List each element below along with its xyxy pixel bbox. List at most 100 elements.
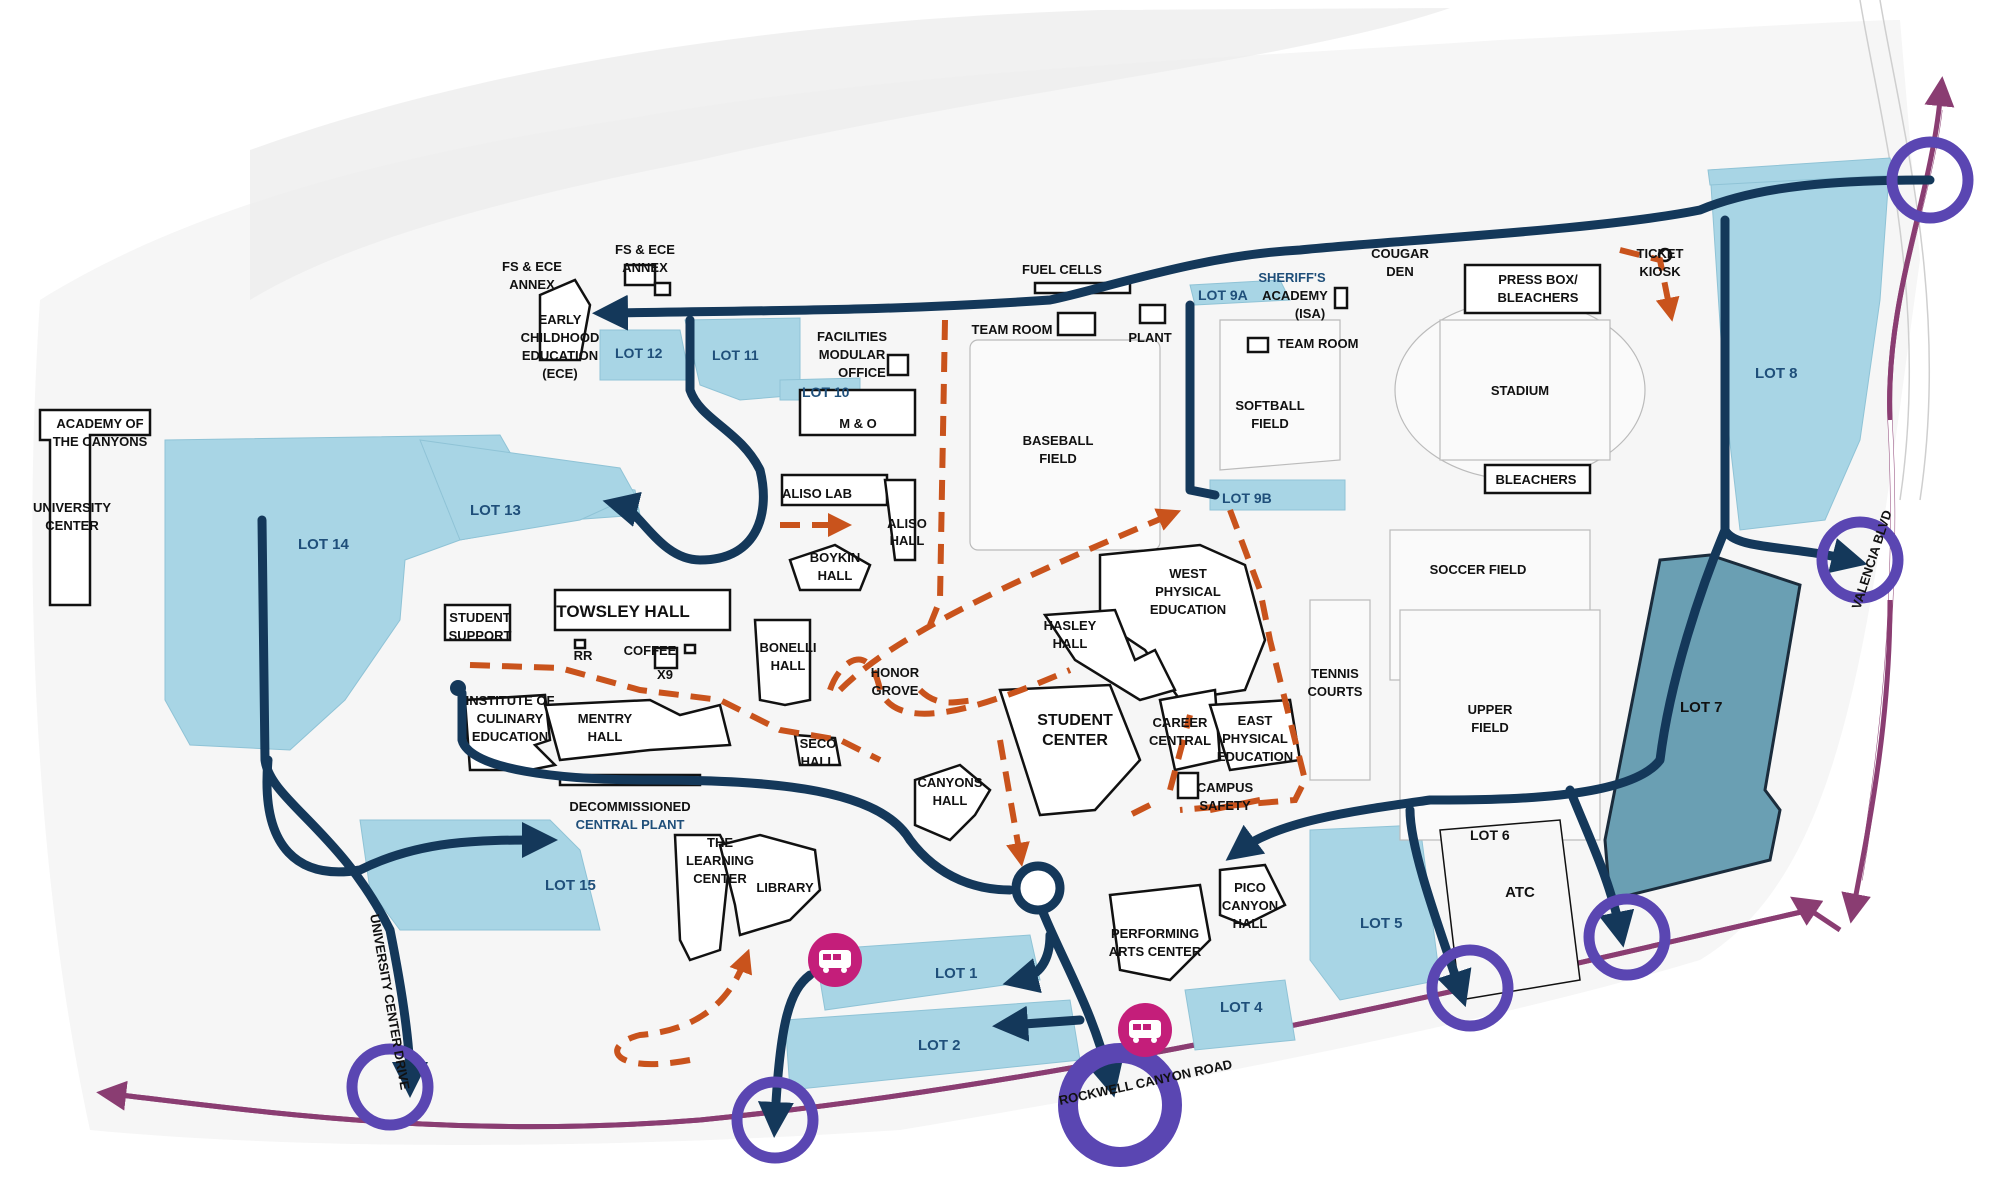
- campus-safety-2: SAFETY: [1199, 798, 1251, 813]
- west-pe-2: PHYSICAL: [1155, 584, 1221, 599]
- institute-3: EDUCATION: [472, 729, 548, 744]
- career-central-1: CAREER: [1153, 715, 1209, 730]
- bleachers-label: BLEACHERS: [1496, 472, 1577, 487]
- atc-label: ATC: [1505, 884, 1535, 901]
- library-label: LIBRARY: [756, 880, 814, 895]
- team-room-1-label: TEAM ROOM: [972, 322, 1053, 337]
- student-center-2: CENTER: [1042, 732, 1108, 749]
- mentry-hall-1: MENTRY: [578, 711, 633, 726]
- lot-9a: [1189, 279, 1291, 306]
- stadium-label: STADIUM: [1491, 383, 1549, 398]
- decommissioned-1: DECOMMISSIONED: [569, 799, 690, 814]
- institute-1: INSTITUTE OF: [466, 693, 555, 708]
- lot-9b: [1209, 479, 1346, 511]
- sheriff-label-2: ACADEMY: [1262, 288, 1328, 303]
- cougar-den-1: COUGAR: [1371, 246, 1429, 261]
- entry-circle-icon[interactable]: [1583, 893, 1671, 981]
- pico-canyon-3: HALL: [1233, 916, 1268, 931]
- pico-canyon-2: CANYON: [1222, 898, 1278, 913]
- canyons-hall-1: CANYONS: [917, 775, 982, 790]
- lot-11-label: LOT 11: [712, 347, 759, 363]
- honor-grove-1: HONOR: [871, 665, 920, 680]
- learning-center-3: CENTER: [693, 871, 747, 886]
- lot-labels: LOT 1 LOT 2 LOT 4 LOT 5 LOT 6 LOT 7 LOT …: [298, 287, 1798, 1054]
- learning-center-2: LEARNING: [686, 853, 754, 868]
- boykin-hall-2: HALL: [818, 568, 853, 583]
- hasley-hall-2: HALL: [1053, 636, 1088, 651]
- university-label-1: UNIVERSITY: [33, 500, 111, 515]
- canyons-hall-2: HALL: [933, 793, 968, 808]
- decommissioned-2: CENTRAL PLANT: [576, 817, 685, 832]
- lot-6-label: LOT 6: [1470, 827, 1510, 843]
- lot-14-label: LOT 14: [298, 536, 350, 553]
- bus-stops: [808, 933, 1172, 1057]
- east-pe-3: EDUCATION: [1217, 749, 1293, 764]
- upper-field-1: UPPER: [1468, 702, 1513, 717]
- performing-arts-2: ARTS CENTER: [1109, 944, 1202, 959]
- aliso-lab-label: ALISO LAB: [782, 486, 852, 501]
- lot-2-label: LOT 2: [918, 1037, 961, 1054]
- bus-icon[interactable]: [808, 933, 862, 987]
- lot-13-label: LOT 13: [470, 502, 521, 519]
- lot-4: [1184, 979, 1296, 1051]
- west-pe-1: WEST: [1169, 566, 1207, 581]
- coffee-label: COFFEE: [624, 643, 677, 658]
- aliso-hall-2: HALL: [890, 533, 925, 548]
- press-box-2: BLEACHERS: [1498, 290, 1579, 305]
- sheriff-label-3: (ISA): [1295, 306, 1325, 321]
- ticket-kiosk-2: KIOSK: [1639, 264, 1681, 279]
- entry-circle-icon[interactable]: [1426, 944, 1514, 1032]
- lot-9b-label: LOT 9B: [1222, 490, 1272, 506]
- entry-circle-icon[interactable]: [346, 1043, 434, 1131]
- fsece-annex-2b: ANNEX: [622, 260, 668, 275]
- facilities-label-2: MODULAR: [819, 347, 886, 362]
- mo-label: M & O: [839, 416, 877, 431]
- lot-15: [359, 819, 601, 931]
- vehicle-routes: [257, 175, 1935, 1138]
- institute-2: CULINARY: [477, 711, 544, 726]
- ece-label-2: CHILDHOOD: [521, 330, 600, 345]
- entry-circle-icon[interactable]: [1886, 136, 1974, 224]
- seco-hall-1: SECO: [800, 736, 837, 751]
- towsley-hall-label: TOWSLEY HALL: [556, 602, 690, 621]
- lot-9a-label: LOT 9A: [1198, 287, 1248, 303]
- ece-label-1: EARLY: [539, 312, 582, 327]
- building-labels: ACADEMY OF THE CANYONS UNIVERSITY CENTER…: [33, 242, 1684, 959]
- sheriff-label-1: SHERIFF'S: [1258, 270, 1326, 285]
- fsece-annex-1b: ANNEX: [509, 277, 555, 292]
- learning-center-1: THE: [707, 835, 733, 850]
- seco-hall-2: HALL: [801, 754, 836, 769]
- tennis-courts-2: COURTS: [1308, 684, 1363, 699]
- student-center-1: STUDENT: [1037, 712, 1113, 729]
- team-room-2-label: TEAM ROOM: [1278, 336, 1359, 351]
- lot-10-label: LOT 10: [802, 384, 850, 400]
- career-central-2: CENTRAL: [1149, 733, 1211, 748]
- east-pe-1: EAST: [1238, 713, 1273, 728]
- entry-circles: [346, 136, 1974, 1167]
- buildings: [38, 247, 1673, 1001]
- tennis-courts-1: TENNIS: [1311, 666, 1359, 681]
- rr-label: RR: [574, 648, 593, 663]
- athletic-fields: [969, 299, 1646, 841]
- entry-circle-icon[interactable]: [1058, 1043, 1182, 1167]
- entry-circle-icon[interactable]: [1816, 516, 1904, 604]
- lot-5-label: LOT 5: [1360, 915, 1403, 932]
- facilities-label-3: OFFICE: [838, 365, 886, 380]
- bus-icon[interactable]: [1118, 1003, 1172, 1057]
- softball-label-2: FIELD: [1251, 416, 1289, 431]
- bonelli-hall-2: HALL: [771, 658, 806, 673]
- softball-label-1: SOFTBALL: [1235, 398, 1304, 413]
- baseball-label-1: BASEBALL: [1023, 433, 1094, 448]
- ece-label-4: (ECE): [542, 366, 577, 381]
- fuel-cells-label: FUEL CELLS: [1022, 262, 1102, 277]
- facilities-label-1: FACILITIES: [817, 329, 887, 344]
- entry-circle-icon[interactable]: [731, 1076, 819, 1164]
- performing-arts-1: PERFORMING: [1111, 926, 1199, 941]
- east-pe-2: PHYSICAL: [1222, 731, 1288, 746]
- lot-15-label: LOT 15: [545, 877, 596, 894]
- lot-7: [1603, 553, 1802, 902]
- lot-8-label: LOT 8: [1755, 365, 1798, 382]
- lot-4-label: LOT 4: [1220, 999, 1263, 1016]
- lot-11: [684, 317, 801, 401]
- pico-canyon-1: PICO: [1234, 880, 1266, 895]
